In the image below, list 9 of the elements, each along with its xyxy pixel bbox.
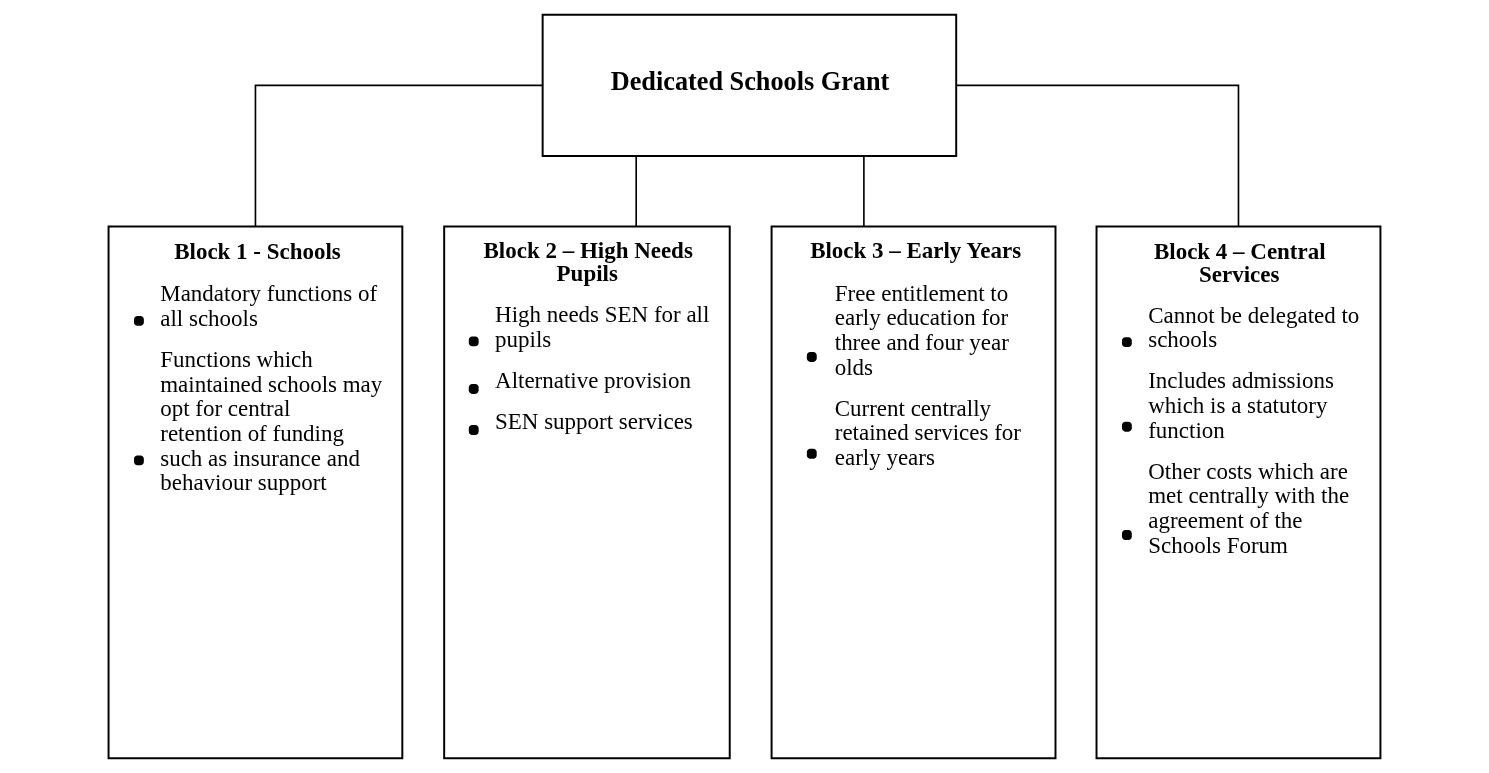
node-box: Block 4 – Central Services Cannot be delegated to schools Includes admissions which is a statutory function Other costs which are met centrally with the agreement of the Schools Forum (1095, 225, 1382, 760)
node-box: Block 2 – High Needs Pupils High needs SEN for all pupils Alternative provision SEN support services (443, 225, 731, 760)
node-box: Block 1 - Schools Mandatory functions of all schools Functions which maintained schools may opt for central retention of funding such as insurance and behaviour support (107, 225, 404, 760)
connector (863, 155, 865, 228)
node-box: Block 3 – Early Years Free entitlement to early education for three and four year olds Current centrally retained services for early years (770, 225, 1057, 760)
node-box: Dedicated Schools Grant (541, 13, 958, 157)
connector (635, 155, 637, 228)
connector (956, 84, 1240, 227)
connector (254, 84, 543, 227)
